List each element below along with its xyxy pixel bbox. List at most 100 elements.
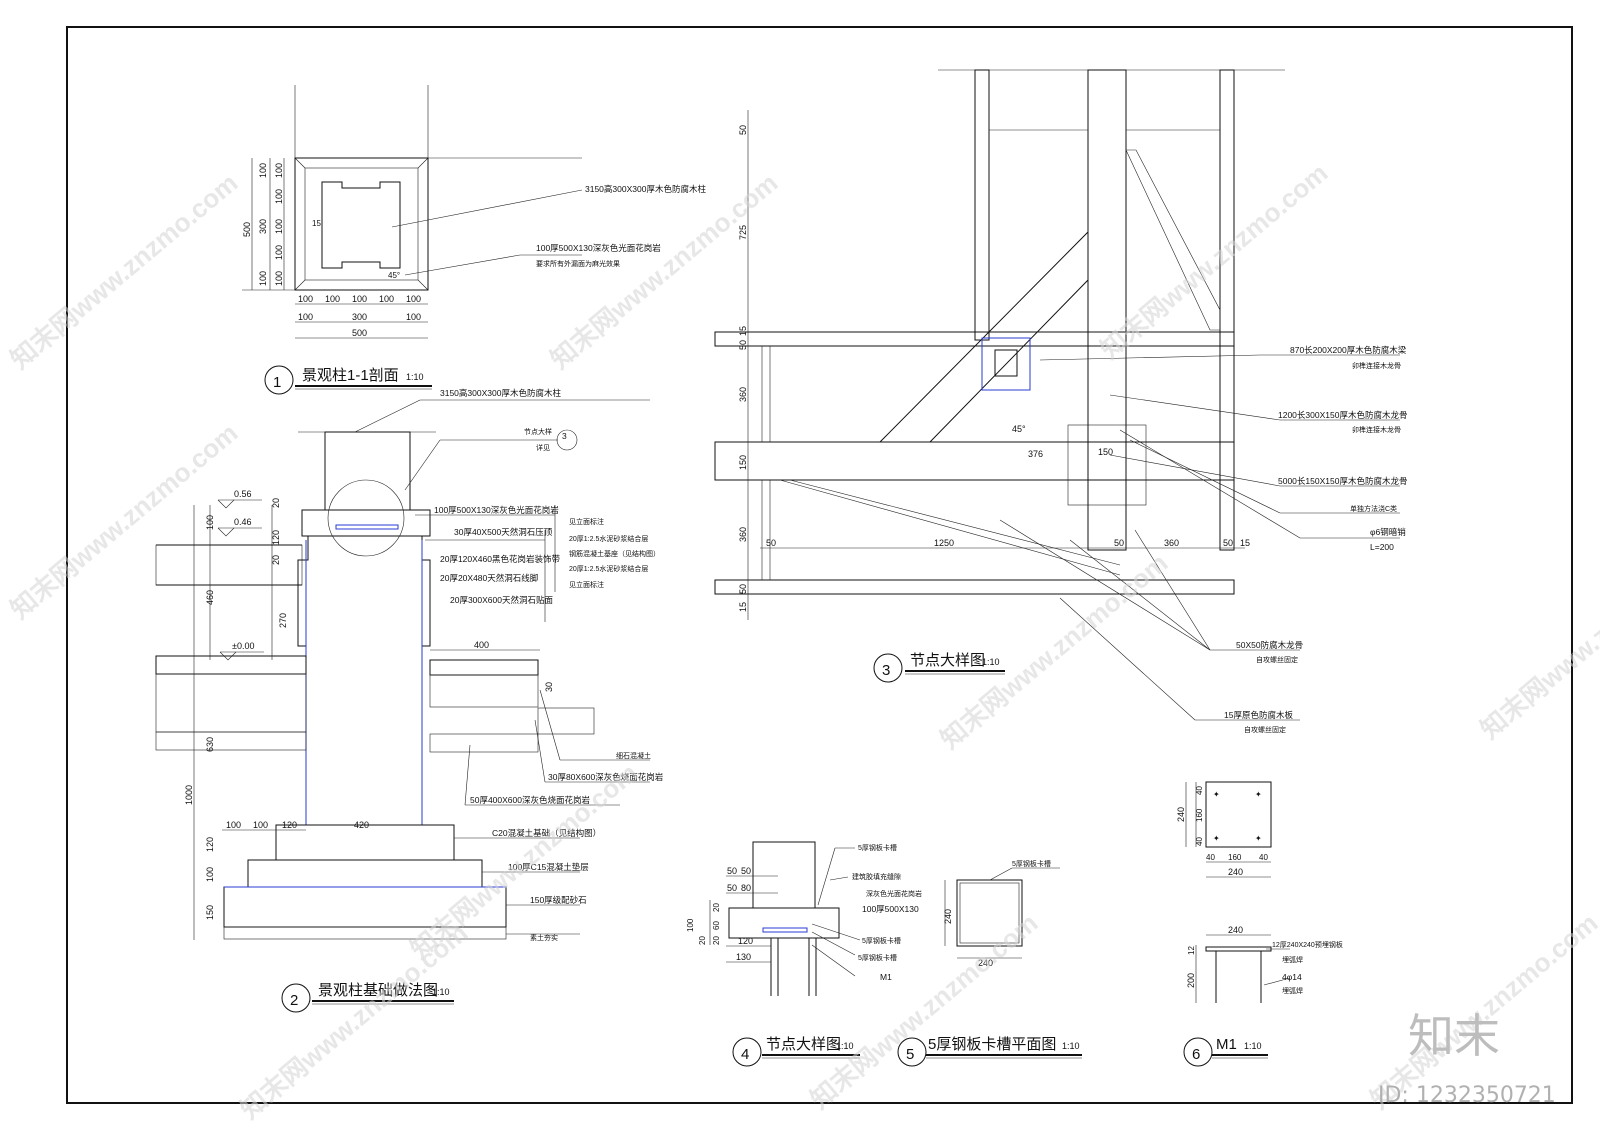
d2-title-scale: 1:10	[432, 987, 450, 997]
d3-dim-b4: 50	[1223, 538, 1233, 548]
watermark-7: 知末网www.znzmo.com	[1475, 537, 1600, 744]
d4-label-0: 5厚钢板卡槽	[858, 843, 897, 852]
d6-embedded-plate	[1205, 946, 1272, 952]
d4-title-scale: 1:10	[836, 1041, 854, 1051]
d3-leaders	[999, 354, 1400, 721]
d4-dim-8: 20	[698, 936, 707, 945]
d2-label-r1: 30厚40X500天然洞石压顶	[454, 527, 553, 537]
d1-dim-bottom-1: 100	[325, 294, 340, 304]
d5-title-no: 5	[906, 1046, 914, 1063]
d3-dim-l4: 360	[738, 387, 748, 402]
d1-label-granite: 100厚500X130深灰色光面花岗岩	[536, 243, 661, 253]
d3-dim-l0: 50	[738, 125, 748, 135]
d3-title-circle	[873, 653, 903, 683]
d4-dim-10: 130	[736, 952, 751, 962]
d4-dim-3: 80	[741, 883, 751, 893]
d5-title-scale: 1:10	[1062, 1041, 1080, 1051]
d6-title-circle	[1183, 1037, 1213, 1067]
d3-diagonal-brace	[878, 230, 1089, 443]
d2-label-b4: 100厚C15混凝土垫层	[508, 862, 589, 872]
d1-dim-bottom-3: 100	[379, 294, 394, 304]
d6-dim-side-0: 12	[1187, 946, 1196, 955]
d2-dim-l10: 150	[205, 905, 215, 920]
d3-dim-l2: 15	[738, 326, 748, 336]
d3-dim-b2: 50	[1114, 538, 1124, 548]
d6-dim-left-total: 240	[1176, 807, 1186, 822]
d4-label-5: 5厚钢板卡槽	[858, 953, 897, 962]
d3-label-4a: φ6钢暗销	[1370, 527, 1406, 537]
d6-dim-bottom-1: 160	[1228, 853, 1242, 862]
d6-title: M1	[1216, 1036, 1237, 1053]
d2-label-r2: 20厚120X460黑色花岗岩装饰带	[440, 554, 560, 564]
d4-dims: 50 50 50 80 20 60 20 100 20 120 130	[686, 866, 778, 963]
d3-dim-l3: 50	[738, 340, 748, 350]
drawing-2-foundation: 3150高300X300厚木色防腐木柱 节点大样 详见 3 100厚500X13…	[155, 388, 664, 1013]
d3-beam-bottom	[714, 579, 1235, 595]
d1-dim-left-4: 100	[258, 271, 268, 286]
d4-dim-1: 50	[741, 866, 751, 876]
d4-dim-9: 120	[738, 936, 753, 946]
d1-dim-bottom2-2: 100	[406, 312, 421, 322]
d4-label-3: 100厚500X130	[862, 904, 919, 914]
d2-dim-l9: 100	[205, 867, 215, 882]
d1-dim-left-2: 300	[258, 219, 268, 234]
d2-label-b6: 素土夯实	[530, 933, 558, 942]
d4-dim-5: 60	[712, 921, 721, 930]
d2-dims-left: 100 20 120 20 460 270 630 1000 120 100 1…	[184, 498, 288, 940]
d2-dim-m1: 30	[544, 682, 554, 692]
d1-dim-left-1: 100	[274, 189, 284, 204]
d6-bolt-2: ✦	[1255, 790, 1262, 799]
d2-elevations: 0.56 0.46 ±0.00	[217, 489, 264, 661]
d2-concrete-base	[297, 535, 431, 826]
d2-label-r0: 100厚500X130深灰色光面花岗岩	[434, 505, 559, 515]
d5-dim-w: 240	[978, 958, 993, 968]
watermark-8: 知末网www.znzmo.com	[805, 907, 1044, 1114]
d2-elev-0: 0.56	[234, 489, 252, 499]
d1-dim-left-sub-1: 100	[274, 219, 284, 234]
d2-label-top: 3150高300X300厚木色防腐木柱	[440, 388, 561, 398]
d3-label-0a: 870长200X200厚木色防腐木梁	[1290, 345, 1407, 355]
d2-dim-l8: 120	[205, 837, 215, 852]
d1-dim-bottom2-0: 100	[298, 312, 313, 322]
d6-bolt-1: ✦	[1213, 790, 1220, 799]
d2-label-r3: 20厚20X480天然洞石线脚	[440, 573, 538, 583]
d3-dim-b1: 1250	[934, 538, 954, 548]
d3-connector	[1067, 424, 1147, 506]
d2-paving-right	[429, 659, 539, 676]
d3-post-center	[1087, 69, 1127, 551]
d3-dim-i0: 376	[1028, 449, 1043, 459]
d1-dim-bottom-4: 100	[406, 294, 421, 304]
d5-plate-outline	[956, 879, 1023, 947]
d4-label-1: 建筑胶填充缝隙	[852, 872, 901, 881]
d2-dim-l3: 20	[271, 555, 281, 565]
d6-dim-bottom-2: 40	[1259, 853, 1268, 862]
d4-label-6: M1	[880, 972, 892, 982]
d6-bolt-4: ✦	[1255, 834, 1262, 843]
d3-dim-i1: 150	[1098, 447, 1113, 457]
d6-title-no: 6	[1192, 1046, 1200, 1063]
d6-dim-bottom-total: 240	[1228, 867, 1243, 877]
d1-dim-bottom-total: 500	[352, 328, 367, 338]
d2-dim-b0: 100	[226, 820, 241, 830]
d2-label-r2-4: 见立面标注	[569, 580, 604, 589]
d3-title: 节点大样图	[910, 652, 985, 669]
d4-dim-2: 50	[727, 883, 737, 893]
d2-ref-line1: 节点大样	[524, 427, 552, 436]
d2-dim-l5: 270	[278, 613, 288, 628]
d2-label-b5: 150厚级配砂石	[530, 895, 587, 905]
d6-title-scale: 1:10	[1244, 1041, 1262, 1051]
drawing-5-plate-plan: 5厚钢板卡槽 240 240 5 5厚钢板卡槽平面图 1:10	[897, 859, 1082, 1067]
d3-post-right	[1219, 69, 1235, 551]
d4-dim-7: 100	[686, 918, 695, 932]
d4-label-4: 5厚钢板卡槽	[862, 936, 901, 945]
d3-dim-l7: 50	[738, 584, 748, 594]
d3-title-scale: 1:10	[982, 657, 1000, 667]
d6-dim-left-1: 160	[1195, 808, 1204, 822]
d2-label-b3: C20混凝土基础（见结构图）	[492, 828, 601, 838]
d1-title-scale: 1:10	[406, 372, 424, 382]
d6-label-3: 埋弧焊	[1282, 986, 1303, 995]
d2-label-r2-2: 钢筋混凝土基座（见结构图）	[569, 549, 660, 558]
d3-dim-i2: 45°	[1012, 424, 1026, 434]
d4-dim-4: 20	[712, 903, 721, 912]
